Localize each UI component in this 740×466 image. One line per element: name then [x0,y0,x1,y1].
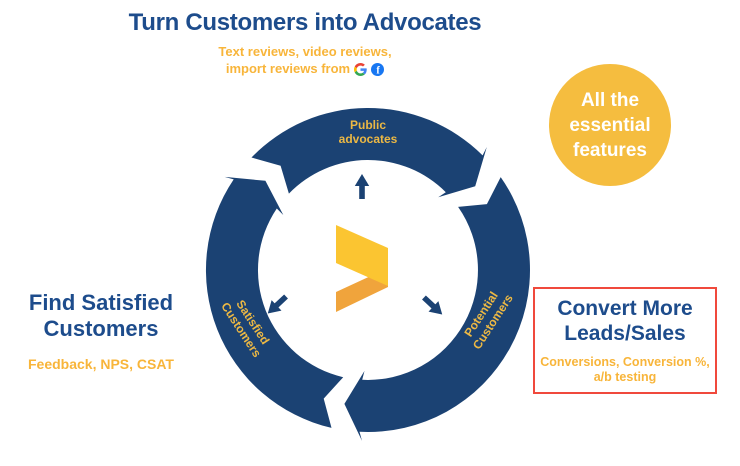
find-customers-subtext: Feedback, NPS, CSAT [27,356,174,372]
subtitle-line2: import reviews from f [0,61,610,77]
find-customers-callout: Find Satisfied Customers Feedback, NPS, … [8,290,194,372]
subtitle: Text reviews, video reviews, import revi… [0,44,610,77]
convert-heading: Convert More Leads/Sales [557,297,693,345]
cycle-arc-left [205,176,344,428]
chevron-play-logo [336,225,388,312]
subtitle-line1: Text reviews, video reviews, [218,44,392,59]
convert-callout: Convert More Leads/Sales Conversions, Co… [533,287,717,394]
subtitle-line2-text: import reviews from [225,61,351,76]
convert-subtext: Conversions, Conversion %, a/b testing [540,355,710,384]
cycle-arc-right [344,177,530,441]
cycle-diagram [205,107,530,441]
features-badge-text: All the essential features [569,89,651,161]
arrow-down-left-icon [267,294,288,314]
cycle-arc-top [251,107,487,198]
page-title: Turn Customers into Advocates [128,9,482,36]
facebook-icon: f [371,62,385,76]
find-customers-heading: Find Satisfied Customers [28,290,174,341]
arrow-down-right-icon [422,295,443,315]
features-badge: All the essential features [549,64,671,186]
google-icon [354,62,367,76]
svg-text:f: f [376,65,380,76]
cycle-label-public-advocates: Public advocates [338,118,398,146]
arrow-up-icon [354,174,370,199]
